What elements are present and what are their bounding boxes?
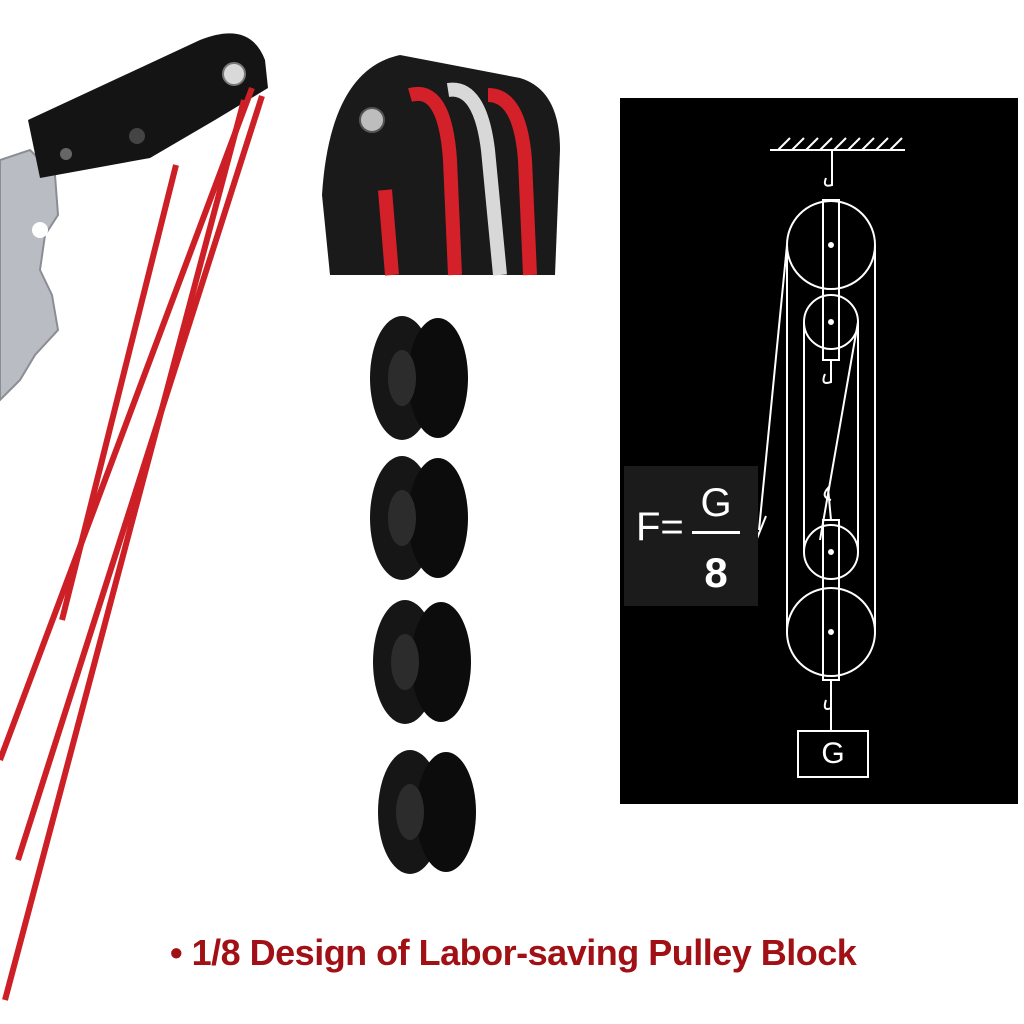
formula-denominator: 8 <box>704 549 728 596</box>
formula-box <box>624 466 758 606</box>
formula-numerator: G <box>700 481 732 525</box>
weight-box: G <box>797 730 869 778</box>
middle-hook <box>822 360 832 384</box>
head-screw <box>60 148 72 160</box>
red-ropes <box>0 86 265 1001</box>
lower-frame <box>822 519 840 681</box>
force-arrow <box>758 244 788 531</box>
bottom-hook <box>823 680 832 710</box>
head-bolt <box>222 62 246 86</box>
diagram-panel <box>620 98 1018 804</box>
housing-bolt <box>359 107 385 133</box>
pulley-wheel <box>370 316 468 440</box>
feature-caption: • 1/8 Design of Labor-saving Pulley Bloc… <box>170 932 857 973</box>
top-hook <box>823 150 833 187</box>
head-screw <box>129 128 145 144</box>
upper-frame <box>822 199 840 361</box>
formula-fraction-bar <box>692 531 740 534</box>
formula-lhs: F= <box>636 505 684 549</box>
pulley-wheel <box>370 456 468 580</box>
ceiling-hatch <box>777 137 903 151</box>
pulley-wheel <box>378 750 476 874</box>
pulley-wheel <box>373 600 471 724</box>
pruner-head <box>28 33 268 179</box>
lower-top-hook <box>823 485 832 521</box>
